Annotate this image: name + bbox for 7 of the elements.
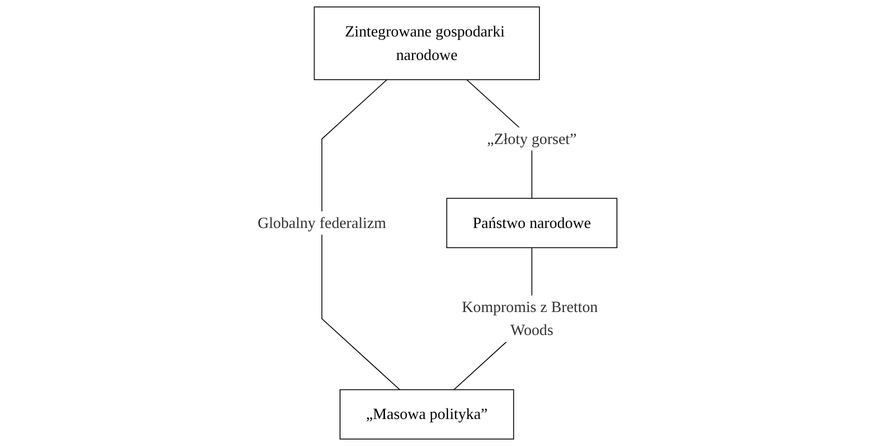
node-box: „Masowa polityka” [340, 389, 514, 440]
connector [321, 79, 400, 390]
node-box: Państwo narodowe [446, 198, 618, 248]
edge-label: Kompromis z Bretton Woods [462, 298, 598, 339]
node-box: Zintegrowane gospodarki narodowe [314, 6, 540, 80]
edge-label: „Złoty gorset” [487, 130, 577, 148]
edge-label: Globalny federalizm [258, 214, 386, 232]
